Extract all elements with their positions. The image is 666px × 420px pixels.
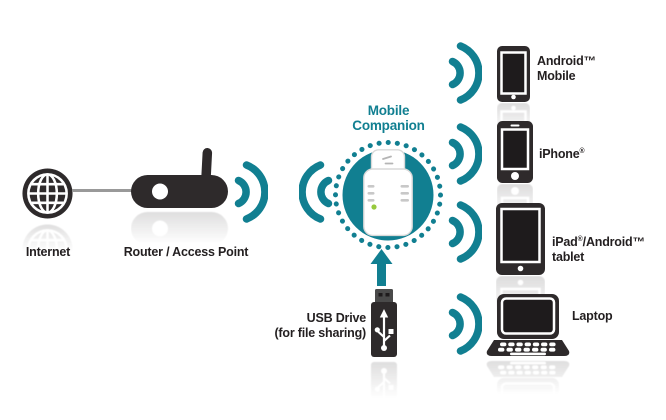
android-phone-icon xyxy=(497,46,530,102)
android-mobile-label-line2: Mobile xyxy=(537,69,576,83)
wifi-signal-icon-laptop xyxy=(444,291,482,357)
mobile-companion-device-icon xyxy=(363,149,413,237)
mobile-companion-label: Mobile Companion xyxy=(316,103,461,133)
router-wifi-signal-icon xyxy=(230,159,268,225)
router-icon xyxy=(131,148,231,210)
android-mobile-label: Android™ Mobile xyxy=(537,54,647,84)
iphone-icon xyxy=(497,121,533,183)
laptop-label: Laptop xyxy=(572,309,662,324)
wifi-signal-icon-android xyxy=(444,40,482,106)
wifi-signal-icon-iphone xyxy=(444,121,482,187)
laptop-label-line1: Laptop xyxy=(572,309,613,323)
android-mobile-label-line1: Android™ xyxy=(537,54,596,68)
internet-label: Internet xyxy=(25,245,71,259)
internet-router-connector-line xyxy=(72,189,140,192)
laptop-icon xyxy=(486,294,570,358)
mobile-companion-label-line2: Companion xyxy=(352,118,425,133)
router-label: Router / Access Point xyxy=(123,245,249,259)
iphone-label-line1: iPhone® xyxy=(539,147,585,162)
usb-drive-label: USB Drive (for file sharing) xyxy=(226,311,366,341)
router-reflection xyxy=(131,210,231,272)
usb-drive-label-line2: (for file sharing) xyxy=(274,326,366,340)
usb-drive-reflection xyxy=(369,360,399,420)
usb-drive-label-line1: USB Drive xyxy=(306,311,367,325)
tablet-label: iPad®/Android™ tablet xyxy=(552,232,666,265)
laptop-reflection xyxy=(486,359,570,420)
usb-drive-icon xyxy=(369,289,399,359)
mobile-companion-label-line1: Mobile xyxy=(367,103,410,118)
iphone-label: iPhone® xyxy=(539,144,649,162)
tablet-label-line2: tablet xyxy=(552,250,585,265)
wifi-signal-icon-tablet xyxy=(444,199,482,265)
up-arrow-icon xyxy=(370,249,393,286)
tablet-icon xyxy=(496,203,545,275)
globe-icon xyxy=(20,166,75,221)
tablet-label-line1: iPad®/Android™ xyxy=(552,235,645,250)
